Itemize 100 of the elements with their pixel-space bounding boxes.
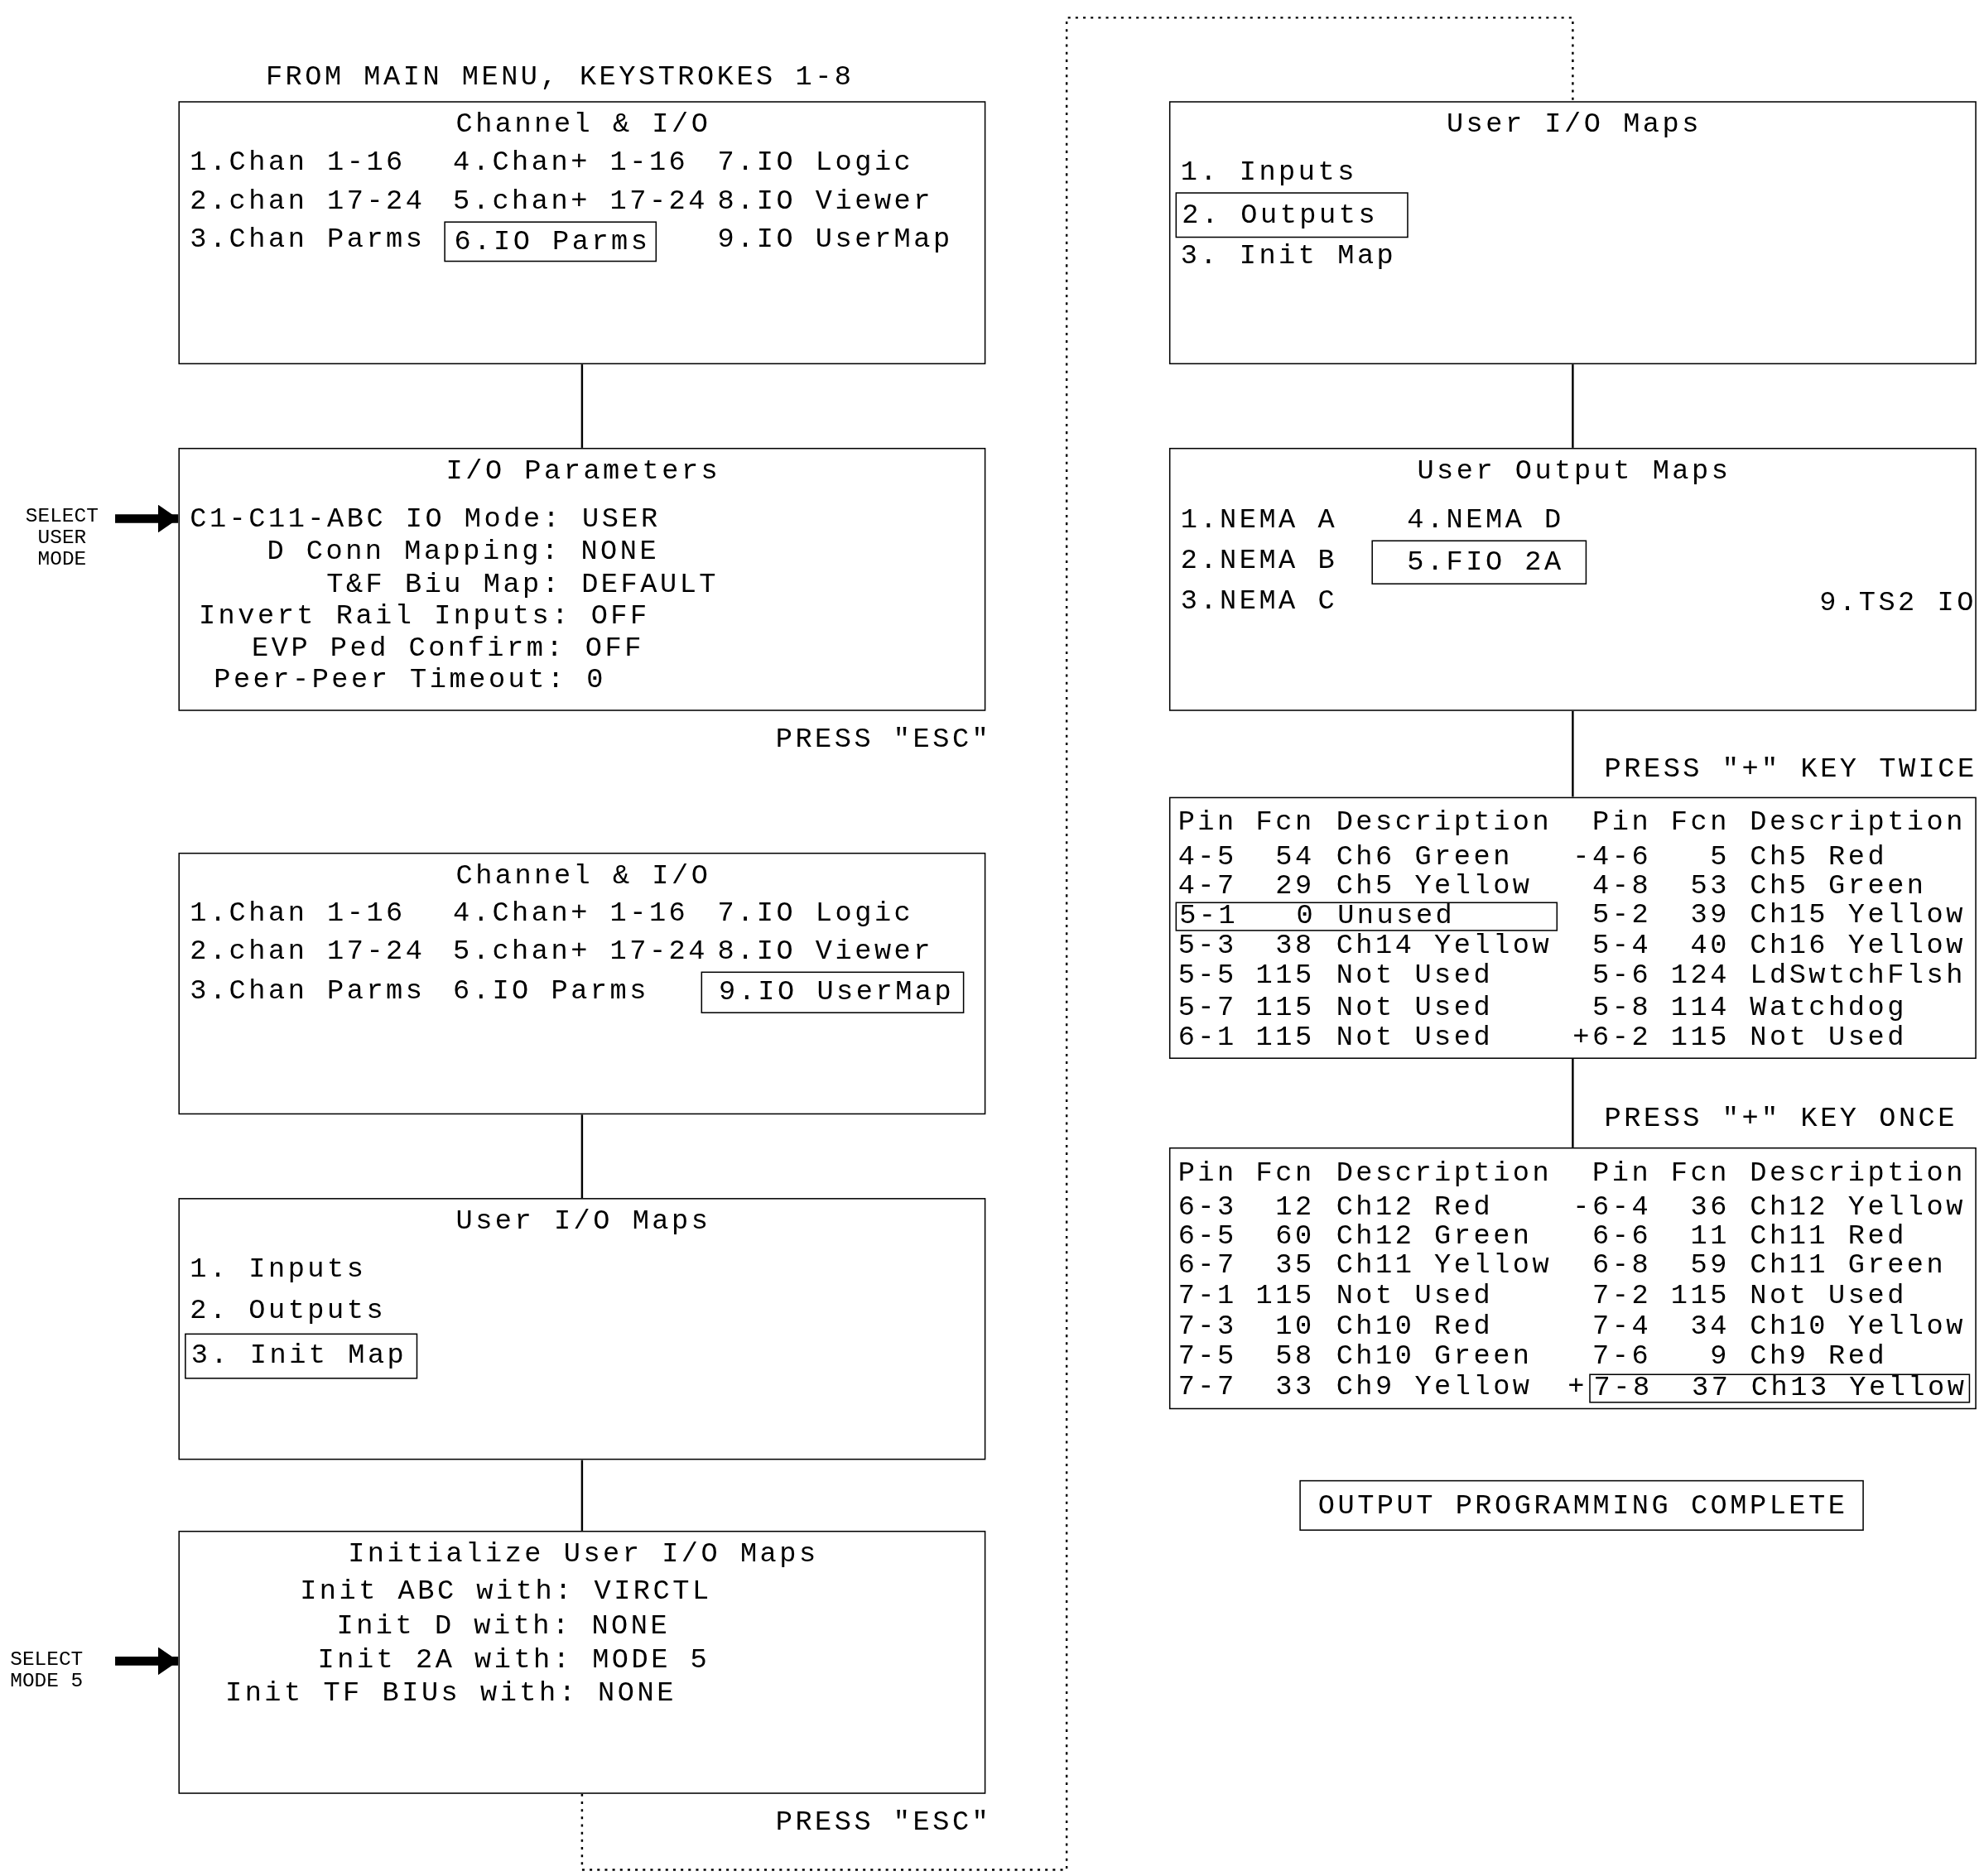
menu-item: 2. Outputs	[190, 1296, 387, 1327]
highlight-box	[701, 971, 965, 1013]
table-cell: 5-1	[1179, 902, 1239, 933]
table-cell: 7-8	[1593, 1373, 1653, 1405]
menu-item: Init D with: NONE	[336, 1611, 671, 1643]
highlight-box	[1175, 192, 1409, 238]
menu-item: 2.chan 17-24	[190, 187, 426, 218]
table-cell: 58	[1275, 1342, 1315, 1373]
menu-item: 5.chan+ 17-24	[453, 187, 708, 218]
table-cell: Ch5 Red	[1750, 842, 1888, 873]
dotted-connector	[580, 17, 1574, 1871]
menu-item: Init ABC with: VIRCTL	[300, 1577, 712, 1609]
table-cell: 7-4	[1592, 1311, 1652, 1343]
highlight-box	[1589, 1373, 1971, 1403]
table-cell: 7-3	[1177, 1311, 1237, 1343]
arrow	[115, 504, 179, 533]
table-cell: 7-2	[1592, 1281, 1652, 1312]
table-cell: 4-7	[1177, 871, 1237, 902]
menu-item: 6.IO Parms	[453, 976, 649, 1008]
screen-panel	[178, 101, 986, 365]
table-cell: Not Used	[1750, 1023, 1907, 1054]
menu-item: Init TF BIUs with: NONE	[225, 1678, 677, 1710]
table-cell: +	[1567, 1372, 1587, 1403]
column-header: Fcn	[1255, 808, 1315, 839]
table-cell: 5	[1710, 842, 1730, 873]
table-cell: 7-5	[1177, 1342, 1237, 1373]
menu-item: 3. Init Map	[190, 1340, 407, 1372]
screen-panel	[1168, 101, 1977, 365]
screen-title: Channel & I/O	[455, 861, 711, 892]
table-cell: 4-8	[1592, 871, 1652, 902]
connector-line	[580, 1114, 584, 1199]
table-cell: 7-7	[1177, 1372, 1237, 1403]
table-cell: 33	[1275, 1372, 1315, 1403]
table-cell: 5-5	[1177, 961, 1237, 992]
table-cell: 124	[1670, 961, 1730, 992]
table-cell: Ch13 Yellow	[1750, 1373, 1967, 1405]
table-cell: Ch11 Red	[1750, 1222, 1907, 1253]
table-cell: Ch12 Yellow	[1750, 1192, 1966, 1224]
table-cell: 4-5	[1177, 842, 1237, 873]
table-cell: 6-1	[1177, 1023, 1237, 1054]
table-cell: 7-1	[1177, 1281, 1237, 1312]
menu-item: 8.IO Viewer	[717, 937, 933, 968]
menu-item: 4.NEMA D	[1407, 506, 1564, 536]
table-cell: 40	[1690, 931, 1730, 962]
table-cell: Ch10 Red	[1336, 1311, 1494, 1343]
instruction-note: SELECT USER MODE	[10, 506, 114, 571]
table-cell: Not Used	[1336, 961, 1494, 992]
menu-item: 8.IO Viewer	[717, 187, 933, 218]
menu-item: 9.IO UserMap	[718, 978, 955, 1008]
menu-item: 1. Inputs	[1180, 158, 1357, 189]
connector-line	[1572, 364, 1574, 448]
column-header: Pin	[1177, 1158, 1237, 1190]
table-cell: 59	[1690, 1251, 1730, 1282]
table-cell: 53	[1690, 871, 1730, 902]
table-cell: Ch5 Green	[1750, 871, 1927, 902]
table-cell: 9	[1710, 1342, 1730, 1373]
table-cell: Ch5 Yellow	[1336, 871, 1533, 902]
menu-item: Init 2A with: MODE 5	[317, 1646, 710, 1676]
table-cell: 35	[1275, 1251, 1315, 1282]
menu-item: 5.chan+ 17-24	[453, 937, 708, 968]
column-header: Fcn	[1255, 1158, 1315, 1190]
table-cell: Unused	[1337, 902, 1456, 933]
status-text: OUTPUT PROGRAMMING COMPLETE	[1317, 1491, 1848, 1522]
menu-item: 3.NEMA C	[1180, 587, 1338, 618]
table-cell: Ch12 Green	[1336, 1222, 1533, 1253]
table-cell: Not Used	[1750, 1281, 1907, 1312]
table-cell: 6-7	[1177, 1251, 1237, 1282]
table-cell: Ch10 Green	[1336, 1342, 1533, 1373]
column-header: Description	[1750, 808, 1966, 839]
table-cell: 5-6	[1592, 961, 1652, 992]
menu-item: C1-C11-ABC IO Mode: USER	[190, 504, 661, 536]
menu-item: 3.Chan Parms	[190, 976, 426, 1008]
table-panel	[1168, 796, 1977, 1059]
table-cell: 39	[1690, 901, 1730, 931]
table-cell: 37	[1692, 1373, 1731, 1405]
table-cell: 60	[1275, 1222, 1315, 1253]
screen-title: User I/O Maps	[1446, 109, 1702, 141]
instruction-text: PRESS "ESC"	[775, 724, 992, 756]
menu-item: 7.IO Logic	[717, 899, 914, 931]
table-cell: 6-5	[1177, 1222, 1237, 1253]
menu-item: 1.Chan 1-16	[190, 147, 406, 179]
table-cell: 5-7	[1177, 993, 1237, 1024]
table-cell: Ch14 Yellow	[1336, 931, 1553, 962]
menu-item: 9.TS2 IO	[1819, 588, 1977, 619]
screen-title: I/O Parameters	[445, 456, 721, 488]
table-cell: Ch9 Yellow	[1336, 1372, 1533, 1403]
menu-item: 1. Inputs	[190, 1254, 367, 1286]
table-panel	[1168, 1147, 1977, 1410]
connector-line	[580, 1460, 584, 1531]
menu-item: 2. Outputs	[1182, 200, 1379, 232]
column-header: Description	[1336, 808, 1553, 839]
connector-line	[1572, 1059, 1574, 1147]
table-cell: LdSwtchFlsh	[1750, 961, 1966, 992]
heading-note: FROM MAIN MENU, KEYSTROKES 1-8	[265, 63, 855, 94]
table-cell: 115	[1255, 1023, 1315, 1054]
table-cell: 115	[1255, 1281, 1315, 1312]
table-cell: -6-4	[1572, 1192, 1652, 1224]
table-cell: Ch12 Red	[1336, 1192, 1494, 1224]
table-cell: 36	[1690, 1192, 1730, 1224]
table-cell: 7-6	[1592, 1342, 1652, 1373]
